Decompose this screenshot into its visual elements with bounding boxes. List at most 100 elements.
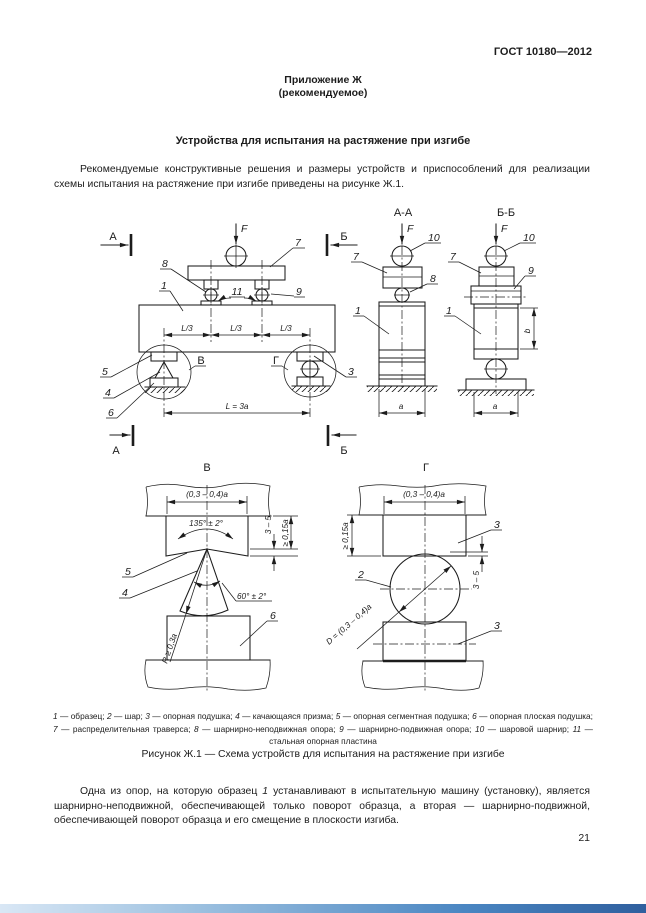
section-letter-a: А <box>109 231 117 243</box>
svg-text:10: 10 <box>428 232 440 244</box>
section-letter-a: А <box>112 445 120 457</box>
diameter-dimension: D = (0,3 – 0,4)a <box>324 565 452 650</box>
svg-text:3: 3 <box>348 366 354 378</box>
svg-text:L = 3a: L = 3a <box>226 402 249 411</box>
svg-text:7: 7 <box>450 251 457 263</box>
label-9: 9 <box>513 265 536 290</box>
view-title-bb: Б-Б <box>497 207 515 219</box>
section-view-aa: А-А F 10 7 8 <box>351 207 441 417</box>
dimension-b: b <box>520 307 538 350</box>
detail-view-g: Г (0,3 – 0,4)a 3 2 <box>324 462 502 692</box>
svg-text:8: 8 <box>430 273 436 285</box>
angle-135-label: 135° ± 2° <box>189 519 224 528</box>
label-9: 9 <box>270 286 305 298</box>
svg-text:Г: Г <box>273 355 279 367</box>
dimension-width: (0,3 – 0,4)a <box>166 490 248 514</box>
dimension-width: (0,3 – 0,4)a <box>383 490 466 514</box>
svg-text:60° ± 2°: 60° ± 2° <box>237 592 267 601</box>
view-title-aa: А-А <box>394 207 413 219</box>
svg-text:4: 4 <box>122 587 128 599</box>
section-view-bb: Б-Б F 10 7 9 <box>444 207 538 417</box>
standard-number: ГОСТ 10180—2012 <box>493 46 592 58</box>
svg-text:4: 4 <box>105 387 111 399</box>
label-7: 7 <box>448 251 482 274</box>
section-letter-b: Б <box>340 445 347 457</box>
label-2: 2 <box>355 569 392 588</box>
dimension-l3: L/3 L/3 L/3 <box>164 324 310 338</box>
label-g: Г <box>271 355 289 371</box>
dimension-l3a: L = 3a <box>164 402 310 416</box>
label-7: 7 <box>351 251 388 274</box>
label-3: 3 <box>313 355 357 378</box>
force-label: F <box>241 223 248 235</box>
dimension-a: a <box>473 392 519 417</box>
svg-text:D = (0,3 – 0,4)a: D = (0,3 – 0,4)a <box>324 602 373 647</box>
bottom-support-prism <box>136 344 192 400</box>
svg-text:5: 5 <box>125 566 131 578</box>
svg-text:a: a <box>399 402 404 411</box>
figure-caption: Рисунок Ж.1 — Схема устройств для испыта… <box>141 749 505 760</box>
svg-text:(0,3 – 0,4)a: (0,3 – 0,4)a <box>403 490 445 499</box>
label-10: 10 <box>503 232 536 252</box>
svg-text:7: 7 <box>353 251 360 263</box>
svg-text:В: В <box>197 355 204 367</box>
svg-text:3 – 5: 3 – 5 <box>472 570 481 589</box>
label-1: 1 <box>444 305 482 335</box>
svg-text:1: 1 <box>161 280 167 292</box>
label-6: 6 <box>106 382 155 419</box>
detail-title-v: В <box>203 462 210 474</box>
figure-legend: 1 — образец; 2 — шар; 3 — опорная подушк… <box>53 711 593 746</box>
label-3-bottom: 3 <box>457 620 502 645</box>
label-6: 6 <box>239 610 278 647</box>
svg-text:1: 1 <box>355 305 361 317</box>
label-11: 11 <box>217 286 257 302</box>
svg-text:3: 3 <box>494 620 500 632</box>
upper-support-right <box>251 279 273 306</box>
appendix-heading: Приложение Ж (рекомендуемое) <box>0 74 646 100</box>
segment-pad <box>165 515 249 557</box>
svg-text:a: a <box>493 402 498 411</box>
traverse-block <box>478 266 515 287</box>
angle-60-label: 60° ± 2° <box>221 582 272 602</box>
section-marker-b-top: Б <box>325 231 358 256</box>
detail-view-v: В (0,3 – 0,4)a 135° ± 2° 60° ± 2° <box>119 462 298 692</box>
label-7: 7 <box>269 237 305 268</box>
svg-text:7: 7 <box>295 237 302 249</box>
specimen-main <box>138 304 336 353</box>
section-letter-b: Б <box>340 231 347 243</box>
main-front-view: А Б А Б <box>100 223 358 457</box>
svg-text:L/3: L/3 <box>181 324 193 333</box>
force-label: F <box>407 223 414 235</box>
pad-height-dimensions: ≥ 0,15a 3 – 5 <box>250 515 298 571</box>
section-marker-a-bottom: А <box>109 425 135 457</box>
bottom-pad <box>382 621 467 662</box>
appendix-subtitle: (рекомендуемое) <box>278 87 368 99</box>
section-title: Устройства для испытания на растяжение п… <box>175 135 471 147</box>
svg-text:≥ 0,15a: ≥ 0,15a <box>341 522 350 550</box>
label-3-top: 3 <box>457 519 502 544</box>
label-8: 8 <box>409 273 438 293</box>
top-pad <box>382 514 467 557</box>
traverse-block <box>382 266 423 289</box>
label-5: 5 <box>122 552 188 578</box>
gap-dimension: 3 – 5 <box>450 536 488 589</box>
svg-text:9: 9 <box>296 286 302 298</box>
paragraph-2: Одна из опор, на которую образец 1 устан… <box>54 785 590 829</box>
section-marker-a-top: А <box>100 231 133 256</box>
svg-text:2: 2 <box>357 569 364 581</box>
paragraph-2-text: устанавливают в испытательную машину (ус… <box>54 786 590 826</box>
svg-text:b: b <box>523 328 532 333</box>
window-bottom-bar <box>0 904 646 913</box>
svg-text:3 – 5: 3 – 5 <box>264 515 273 534</box>
label-8: 8 <box>160 258 207 293</box>
label-1: 1 <box>353 305 390 335</box>
detail-title-g: Г <box>423 462 429 474</box>
paragraph-2-text: Одна из опор, на которую образец <box>80 786 263 797</box>
svg-text:L/3: L/3 <box>230 324 242 333</box>
figure-zh1-drawing: А Б А Б <box>100 207 538 692</box>
label-v: В <box>188 355 206 371</box>
traverse-beam <box>187 265 286 281</box>
svg-text:8: 8 <box>162 258 168 270</box>
svg-text:10: 10 <box>523 232 535 244</box>
